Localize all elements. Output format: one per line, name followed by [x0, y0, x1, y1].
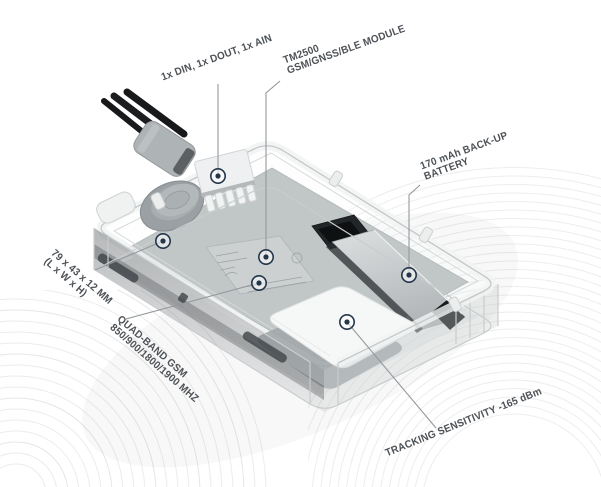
contour-arc [308, 252, 601, 360]
case-vent-slot [242, 331, 287, 363]
contour-arc [0, 375, 135, 487]
contour-arc [346, 337, 601, 487]
case-mount-hole [177, 292, 189, 304]
contour-arc [0, 320, 190, 487]
case-clip-tab [448, 296, 462, 313]
marker-dimensions [155, 233, 172, 250]
contour-arc [308, 209, 601, 295]
contour-arc [308, 201, 601, 283]
contour-arc [308, 260, 601, 375]
contour-arc [0, 309, 201, 487]
contour-arc [423, 413, 601, 487]
contour-arc [308, 286, 601, 432]
contour-arc [414, 405, 601, 487]
backup-battery [326, 229, 466, 333]
contour-arc [0, 298, 212, 487]
contour-arc [308, 277, 601, 410]
contour-arc [308, 235, 601, 332]
case-wall-left [94, 228, 324, 412]
case-corner-clip [96, 191, 136, 224]
cable-gland [133, 120, 196, 177]
callout-markers [155, 168, 417, 330]
leader-battery [408, 184, 421, 275]
case-clip-tab [418, 226, 433, 243]
contour-arc [0, 353, 157, 487]
marker-battery [400, 266, 417, 283]
contour-arc [0, 463, 46, 487]
contour-arc [0, 430, 80, 487]
case-lower-rim [93, 187, 499, 409]
contour-arc [308, 184, 601, 260]
marker-gsm [251, 274, 268, 291]
contour-arc [406, 396, 601, 487]
contour-lines-right [308, 167, 601, 487]
contour-arc [308, 294, 601, 463]
contour-arc [308, 226, 601, 319]
contour-arc [311, 303, 601, 487]
contour-arc [0, 408, 102, 487]
contour-arc [363, 354, 601, 487]
buzzer [139, 180, 205, 232]
marker-io [210, 168, 227, 185]
contour-arc [329, 320, 601, 487]
contour-arc [0, 397, 113, 487]
contour-arc [0, 342, 168, 487]
contour-arc [308, 175, 601, 249]
leader-module [265, 80, 281, 257]
contour-arc [308, 218, 601, 307]
case-wall-right [324, 284, 498, 412]
contour-arc [380, 371, 601, 487]
case-top-rim-front [96, 146, 496, 368]
contour-arc [308, 192, 601, 272]
contour-arc [308, 167, 601, 239]
contour-arc [337, 328, 601, 487]
contour-arc [0, 452, 57, 487]
case-clip-tab [328, 170, 343, 187]
contour-arc [308, 243, 601, 345]
contour-arc [308, 269, 601, 391]
contour-arc [320, 311, 601, 487]
contour-arc [0, 331, 179, 487]
case-clip-tab [150, 192, 166, 210]
contour-arc [354, 345, 601, 487]
leader-gsm [125, 282, 260, 320]
contour-arc [0, 386, 124, 487]
leader-lines [94, 80, 437, 429]
contour-lines-bottom-left [0, 290, 267, 487]
contour-arc [388, 379, 601, 487]
contour-arc [0, 419, 91, 487]
case-walls [94, 228, 498, 412]
marker-sensitivity [338, 313, 355, 330]
contour-arc [0, 364, 146, 487]
leader-sensitivity [346, 321, 437, 429]
contour-arc [371, 362, 601, 487]
marker-module [257, 249, 274, 266]
contour-arc [397, 388, 601, 487]
leader-dimensions [94, 240, 164, 271]
contour-arc [0, 441, 69, 487]
